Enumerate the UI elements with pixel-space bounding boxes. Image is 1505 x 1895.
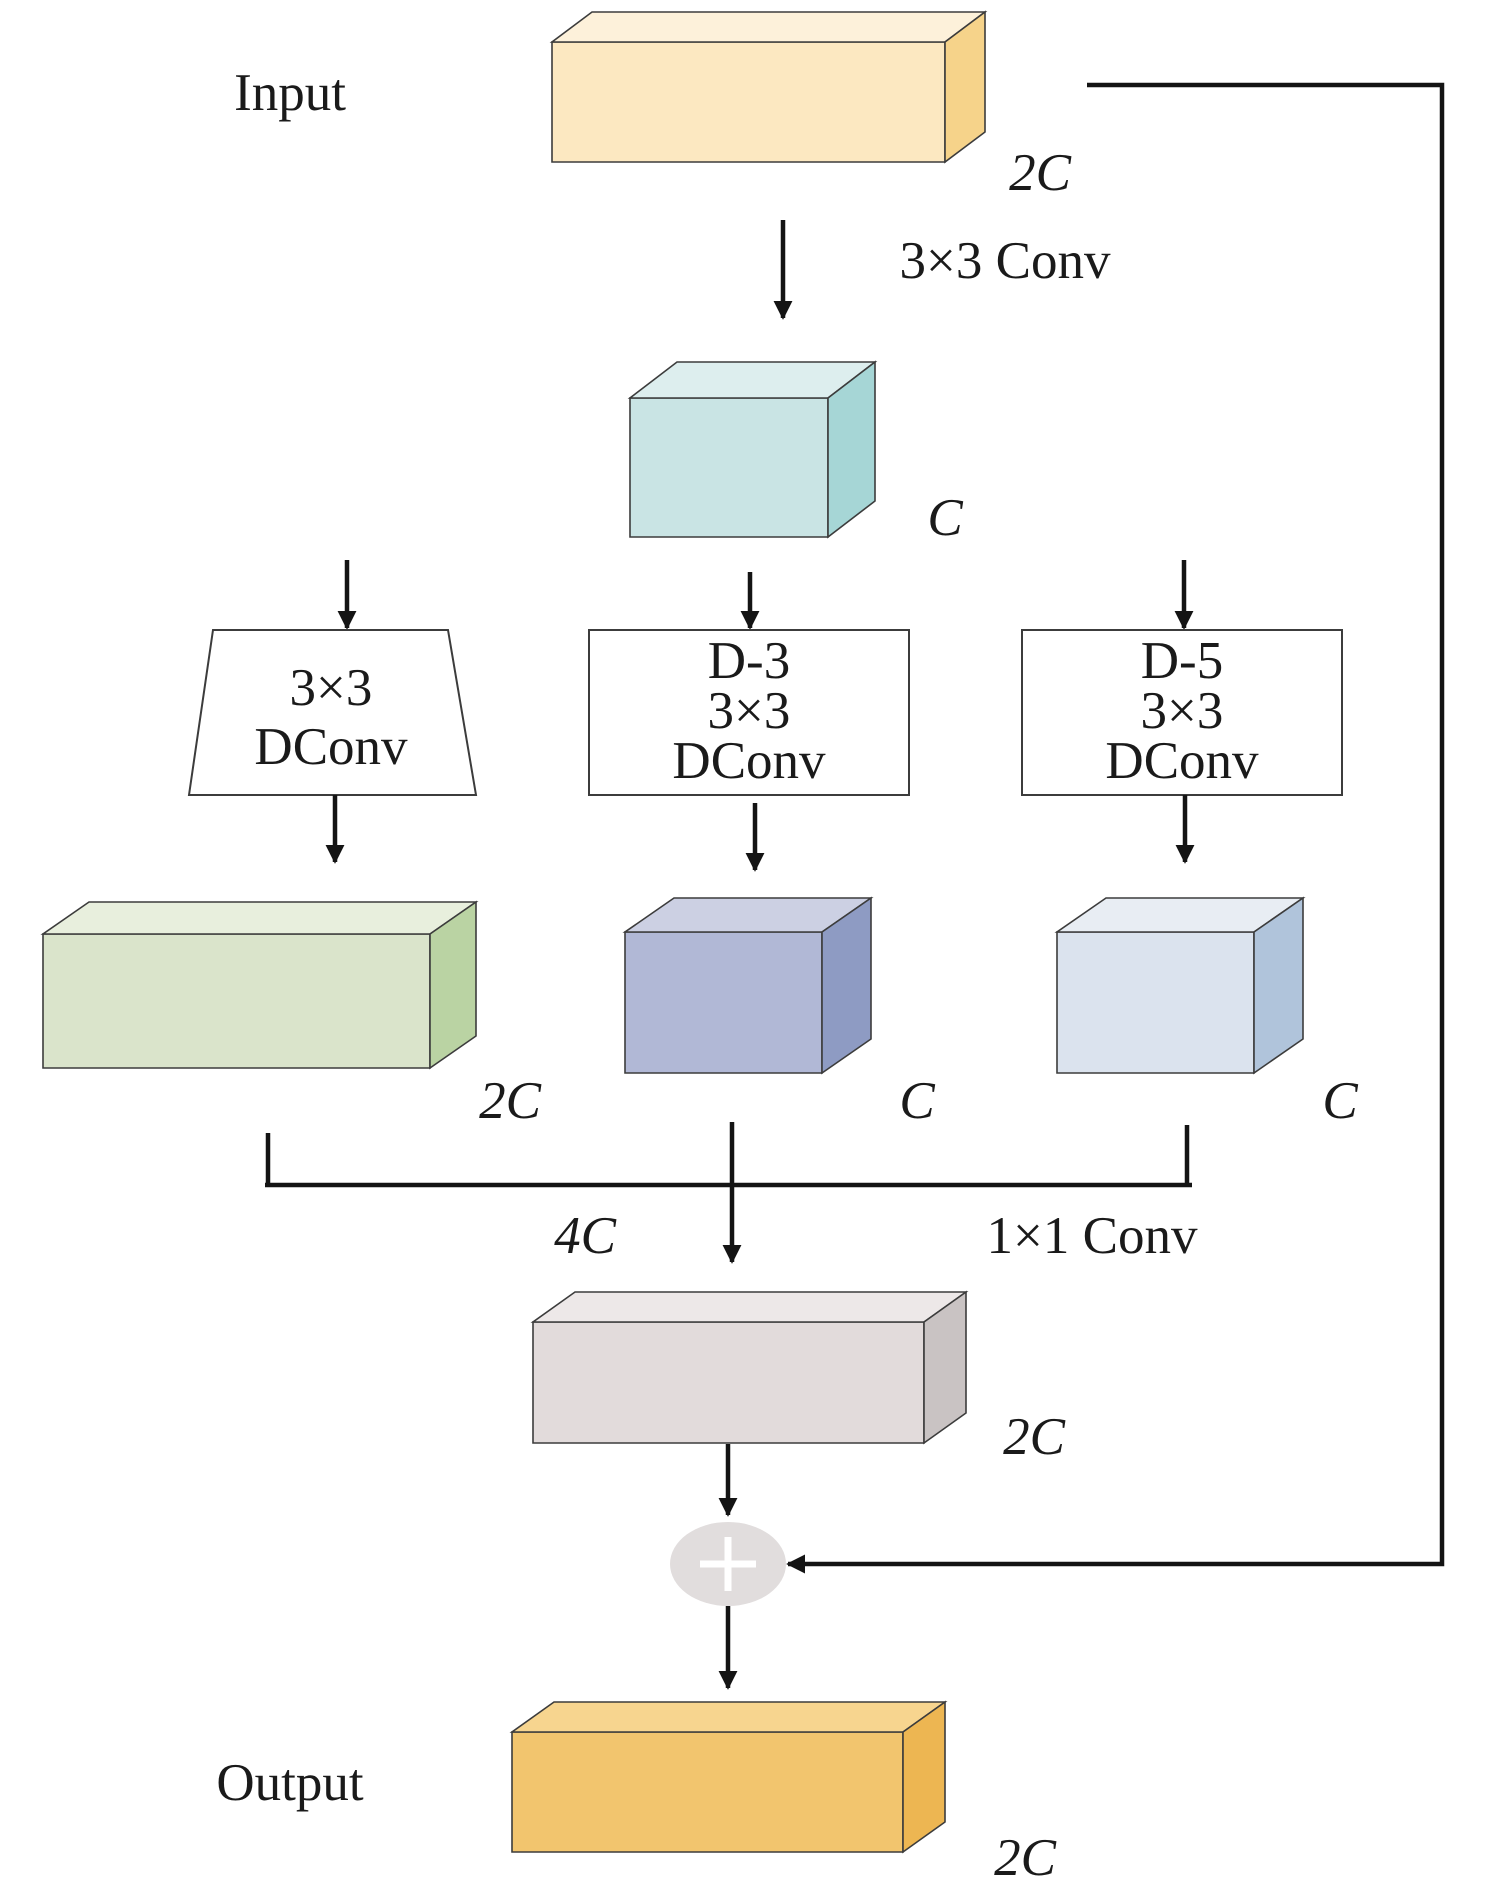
branch2-op-line1: D-3	[708, 632, 790, 690]
branch1-dconv-op	[187, 629, 478, 796]
branch1-output-block	[40, 900, 479, 1070]
branch2-dconv-op	[588, 629, 910, 796]
branch1-channels-label: 2C	[479, 1072, 542, 1130]
elementwise-add-node	[670, 1522, 786, 1606]
output-channels-label: 2C	[994, 1829, 1057, 1887]
branch3-op-line3: DConv	[1105, 732, 1259, 790]
branch3-output-block	[1054, 896, 1306, 1075]
input-label: Input	[234, 64, 346, 122]
branch2-output-block	[622, 896, 874, 1075]
branch1-op-line2: DConv	[254, 718, 408, 776]
branch3-op-line2: 3×3	[1141, 682, 1224, 740]
input-channels-label: 2C	[1009, 144, 1072, 202]
branch3-channels-label: C	[1322, 1072, 1358, 1130]
branch1-op-line1: 3×3	[290, 659, 373, 717]
branch3-op-line1: D-5	[1141, 632, 1223, 690]
output-feature-block	[509, 1700, 948, 1854]
reduced-channels-label: C	[927, 489, 963, 547]
concat-channels-label: 4C	[554, 1207, 617, 1265]
concat-bracket	[265, 1125, 1192, 1188]
branch2-op-line2: 3×3	[708, 682, 791, 740]
input-feature-block	[549, 10, 988, 164]
fused-channels-label: 2C	[1003, 1408, 1066, 1466]
output-label: Output	[216, 1754, 364, 1812]
branch2-channels-label: C	[899, 1072, 935, 1130]
residual-skip-connection	[786, 82, 1445, 1574]
fused-feature-block	[530, 1290, 969, 1445]
branch3-dconv-op	[1021, 629, 1343, 796]
reduced-feature-block	[627, 360, 878, 539]
conv3x3-label: 3×3 Conv	[900, 232, 1111, 290]
conv1x1-label: 1×1 Conv	[987, 1207, 1198, 1265]
branch2-op-line3: DConv	[672, 732, 826, 790]
